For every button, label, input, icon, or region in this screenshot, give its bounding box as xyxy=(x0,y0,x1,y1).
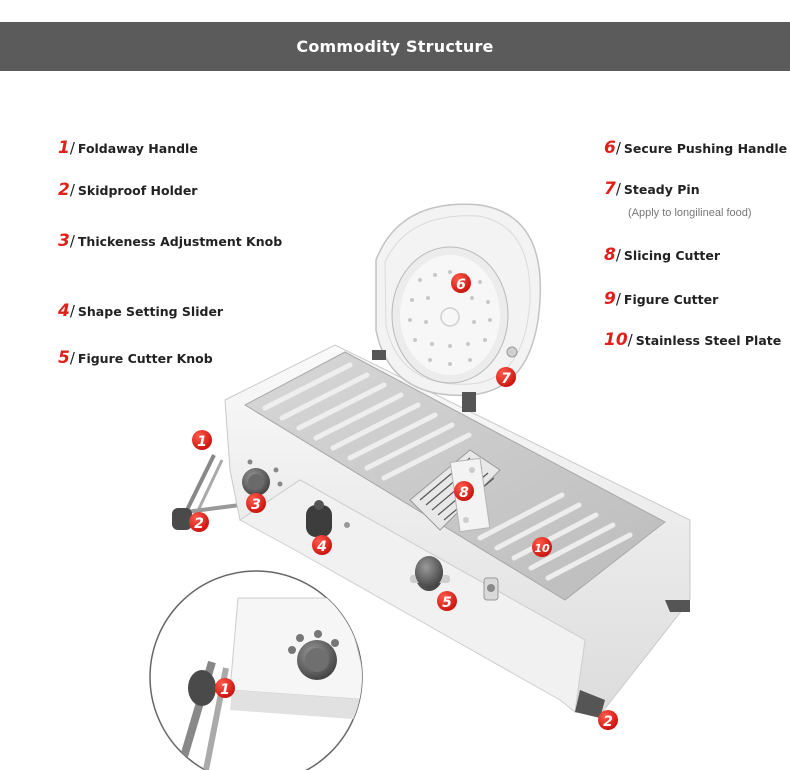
part-label-10: 10/Stainless Steel Plate xyxy=(604,330,782,350)
part-label-2: 2/Skidproof Holder xyxy=(58,180,198,200)
foldaway-handle xyxy=(172,454,241,530)
badge-1-inset: 1 xyxy=(215,678,235,698)
figure-cutter-knob xyxy=(410,556,450,591)
part-label-9: 9/Figure Cutter xyxy=(604,289,719,309)
section-banner: Commodity Structure xyxy=(0,22,790,71)
shape-setting-slider xyxy=(306,500,350,537)
section-title: Commodity Structure xyxy=(296,37,494,56)
part-label-3: 3/Thickeness Adjustment Knob xyxy=(58,231,283,251)
svg-text:1: 1 xyxy=(197,434,207,450)
svg-text:5: 5 xyxy=(442,595,452,611)
svg-text:2: 2 xyxy=(194,516,204,532)
svg-text:8: 8 xyxy=(459,485,469,501)
skidproof-holder-rear xyxy=(665,600,690,612)
svg-text:4: 4 xyxy=(316,539,327,555)
svg-text:3: 3 xyxy=(251,497,261,513)
badge-6: 6 xyxy=(451,273,471,293)
badge-7: 7 xyxy=(496,367,516,387)
badge-8: 8 xyxy=(454,481,474,501)
skidproof-holder-left xyxy=(172,508,192,530)
badge-1: 1 xyxy=(192,430,212,450)
secure-pushing-handle xyxy=(372,203,542,412)
part-label-8: 8/Slicing Cutter xyxy=(604,245,721,265)
badge-3: 3 xyxy=(246,493,266,513)
magnified-inset xyxy=(149,570,363,770)
badge-10: 10 xyxy=(532,537,552,557)
thickness-adjustment-knob xyxy=(242,459,283,496)
part-label-4: 4/Shape Setting Slider xyxy=(58,301,224,321)
badge-2: 2 xyxy=(189,512,209,532)
part-label-5: 5/Figure Cutter Knob xyxy=(58,348,213,368)
badge-2-front: 2 xyxy=(598,710,618,730)
badge-5: 5 xyxy=(437,591,457,611)
svg-text:6: 6 xyxy=(456,277,466,293)
part-note-7: (Apply to longilineal food) xyxy=(628,207,752,219)
steady-pin xyxy=(506,346,518,358)
svg-text:7: 7 xyxy=(501,371,511,387)
svg-text:10: 10 xyxy=(534,542,550,555)
part-label-6: 6/Secure Pushing Handle xyxy=(604,138,788,158)
svg-text:2: 2 xyxy=(603,714,613,730)
badge-4: 4 xyxy=(312,535,332,555)
part-label-7: 7/Steady Pin xyxy=(604,179,700,199)
svg-text:1: 1 xyxy=(220,682,230,698)
skidproof-holder-front xyxy=(575,690,605,718)
part-label-1: 1/Foldaway Handle xyxy=(58,138,198,158)
